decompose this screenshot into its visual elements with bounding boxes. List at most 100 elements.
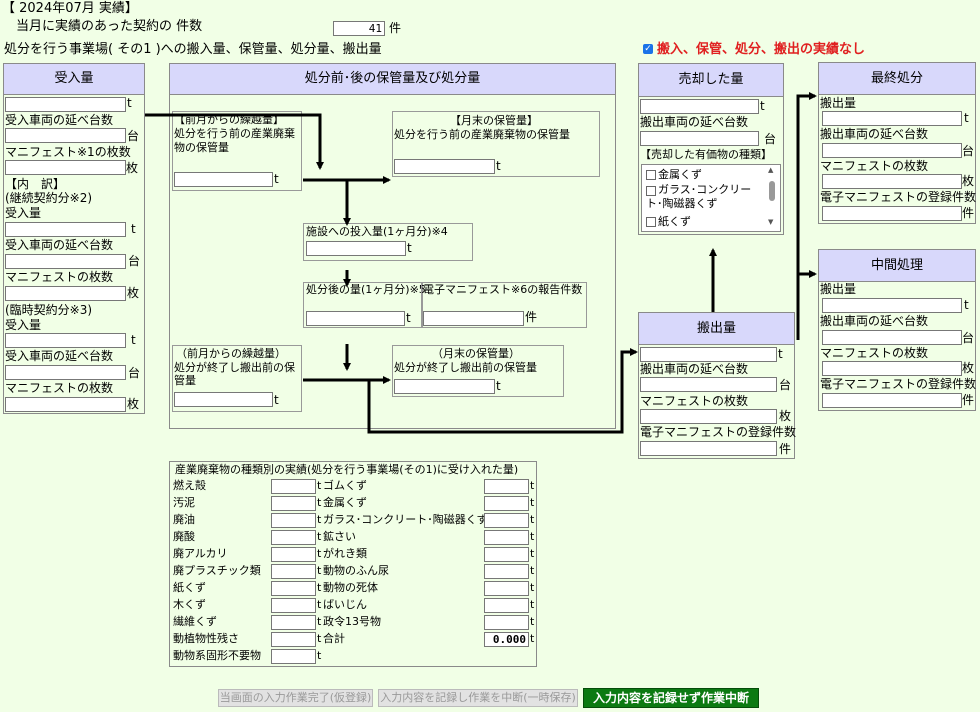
carry-post-input[interactable]: [174, 392, 273, 407]
intermediate-emanifest-input[interactable]: [822, 393, 962, 408]
waste-right-label: ばいじん: [323, 598, 367, 611]
continuous-vehicles-input[interactable]: [5, 254, 126, 269]
temporary-amount-label: 受入量: [5, 318, 42, 332]
waste-left-input[interactable]: [271, 581, 316, 596]
waste-right-input[interactable]: [484, 581, 529, 596]
waste-right-label: 合計: [323, 632, 345, 645]
carry-pre-input[interactable]: [174, 172, 273, 187]
carry-out-manifest-input[interactable]: [640, 409, 777, 424]
receive-vehicles-input[interactable]: [5, 128, 126, 143]
waste-left-input[interactable]: [271, 547, 316, 562]
intermediate-vehicles-input[interactable]: [822, 330, 962, 345]
waste-left-input[interactable]: [271, 649, 316, 664]
no-record-checkbox[interactable]: ✓: [643, 44, 653, 54]
input-amount-input[interactable]: [306, 241, 406, 256]
waste-left-label: 紙くず: [173, 581, 206, 594]
waste-right-input[interactable]: [484, 564, 529, 579]
waste-left-label: 木くず: [173, 598, 206, 611]
unit-t: t: [127, 96, 132, 110]
waste-right-input[interactable]: [484, 547, 529, 562]
waste-left-label: 廃プラスチック類: [173, 564, 261, 577]
unit-t: t: [530, 513, 535, 526]
end-post-input[interactable]: [394, 379, 495, 394]
waste-left-input[interactable]: [271, 598, 316, 613]
unit-t: t: [760, 99, 765, 113]
continuous-amount-input[interactable]: [5, 222, 126, 237]
e-manifest-label: 電子マニフェスト※6の報告件数: [423, 283, 583, 296]
unit-dai: 台: [779, 378, 792, 392]
carry-out-emanifest-input[interactable]: [640, 441, 777, 456]
sold-header: 売却した量: [638, 63, 784, 97]
waste-left-input[interactable]: [271, 615, 316, 630]
waste-right-label: がれき類: [323, 547, 367, 560]
unit-dai: 台: [128, 254, 141, 268]
option-glass: ガラス･コンクリート･陶磁器くず: [646, 183, 752, 210]
waste-total-input[interactable]: 0.000: [484, 632, 529, 647]
carry-post-box: [172, 345, 302, 412]
waste-left-input[interactable]: [271, 564, 316, 579]
waste-right-input[interactable]: [484, 530, 529, 545]
temp-save-button[interactable]: 当画面の入力作業完了(仮登録): [218, 689, 373, 707]
continuous-label: (継続契約分※2): [5, 191, 93, 205]
waste-right-input[interactable]: [484, 598, 529, 613]
waste-left-input[interactable]: [271, 632, 316, 647]
e-manifest-input[interactable]: [423, 311, 524, 326]
end-pre-label: 処分を行う前の産業廃棄物の保管量: [394, 128, 570, 141]
carry-out-vehicles-input[interactable]: [640, 377, 777, 392]
final-manifest-label: マニフェストの枚数: [820, 159, 929, 173]
intermediate-amount-label: 搬出量: [820, 282, 857, 296]
end-post-label: 処分が終了し搬出前の保管量: [394, 361, 537, 374]
option-checkbox[interactable]: [646, 186, 656, 196]
scroll-up-icon[interactable]: ▲: [768, 166, 774, 174]
waste-left-label: 廃アルカリ: [173, 547, 228, 560]
sold-vehicles-input[interactable]: [640, 131, 759, 146]
receive-header: 受入量: [3, 63, 145, 95]
waste-right-input[interactable]: [484, 496, 529, 511]
unit-dai: 台: [962, 144, 975, 158]
temporary-amount-input[interactable]: [5, 333, 126, 348]
waste-right-label: ゴムくず: [323, 479, 367, 492]
waste-left-input[interactable]: [271, 513, 316, 528]
waste-table: [169, 461, 537, 667]
waste-right-input[interactable]: [484, 479, 529, 494]
end-post-title: （月末の保管量）: [432, 347, 520, 360]
continuous-manifest-input[interactable]: [5, 286, 126, 301]
option-checkbox[interactable]: [646, 170, 656, 180]
receive-manifest-input[interactable]: [5, 160, 126, 175]
carry-out-header: 搬出量: [638, 312, 795, 345]
scroll-down-icon[interactable]: ▼: [768, 218, 774, 226]
waste-left-label: 廃油: [173, 513, 195, 526]
final-amount-input[interactable]: [822, 111, 962, 126]
waste-left-label: 燃え殻: [173, 479, 206, 492]
post-amount-input[interactable]: [306, 311, 405, 326]
end-pre-input[interactable]: [394, 159, 495, 174]
temporary-vehicles-label: 受入車両の延べ台数: [5, 349, 114, 363]
waste-right-input[interactable]: [484, 513, 529, 528]
unit-t: t: [317, 598, 322, 611]
list-scrollbar[interactable]: ▲ ▼: [766, 165, 778, 229]
waste-left-input[interactable]: [271, 496, 316, 511]
unit-t: t: [131, 222, 136, 236]
pause-button[interactable]: 入力内容を記録し作業を中断(一時保存): [378, 689, 578, 707]
unit-t: t: [406, 311, 411, 325]
unit-t: t: [317, 615, 322, 628]
final-vehicles-input[interactable]: [822, 143, 962, 158]
sold-amount-input[interactable]: [640, 99, 759, 114]
abort-button[interactable]: 入力内容を記録せず作業中断: [583, 688, 759, 708]
intermediate-amount-input[interactable]: [822, 298, 962, 313]
waste-right-input[interactable]: [484, 615, 529, 630]
final-manifest-input[interactable]: [822, 174, 962, 189]
option-checkbox[interactable]: [646, 217, 656, 227]
temporary-vehicles-input[interactable]: [5, 365, 126, 380]
waste-left-input[interactable]: [271, 479, 316, 494]
final-emanifest-input[interactable]: [822, 206, 962, 221]
contract-count-input[interactable]: 41: [333, 21, 385, 36]
sold-kinds-list[interactable]: [641, 164, 781, 232]
carry-out-amount-input[interactable]: [640, 347, 777, 362]
waste-left-input[interactable]: [271, 530, 316, 545]
receive-amount-input[interactable]: [5, 97, 126, 112]
scroll-thumb[interactable]: [769, 181, 775, 201]
post-amount-label: 処分後の量(1ヶ月分)※5: [306, 283, 426, 296]
intermediate-manifest-input[interactable]: [822, 361, 962, 376]
temporary-manifest-input[interactable]: [5, 397, 126, 412]
